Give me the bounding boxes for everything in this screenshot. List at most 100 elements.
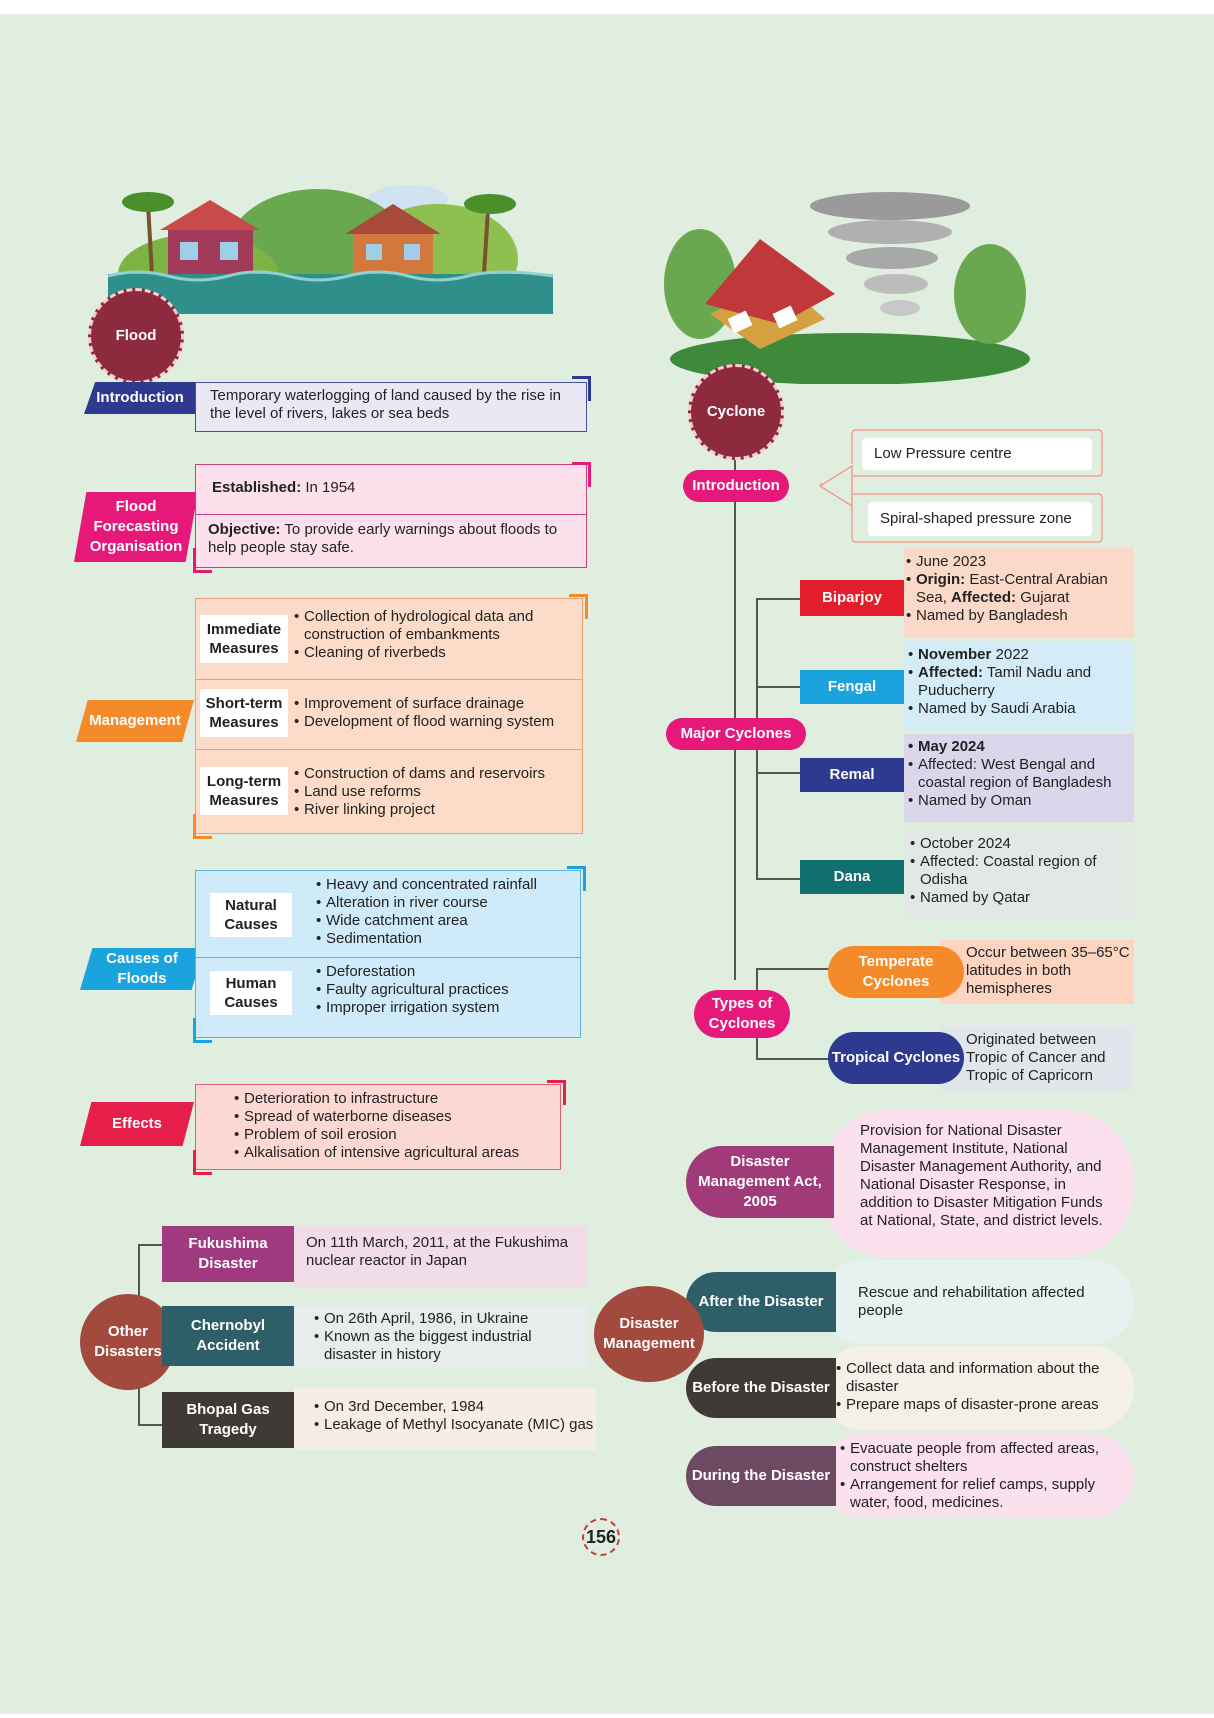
dana-label: Dana (800, 860, 904, 894)
fengal-label: Fengal (800, 670, 904, 704)
list-item: Named by Saudi Arabia (908, 700, 1130, 718)
temperate-text: Occur between 35–65°C latitudes in both … (940, 940, 1134, 1004)
dana-list: October 2024 Affected: Coastal region of… (910, 835, 1130, 907)
bhopal-list: On 3rd December, 1984 Leakage of Methyl … (314, 1398, 596, 1434)
natural-causes-list: Heavy and concentrated rainfall Alterati… (316, 876, 576, 948)
list-item: Land use reforms (294, 783, 574, 801)
page-number: 156 (582, 1518, 620, 1556)
biparjoy-list: June 2023 Origin: East-Central Arabian S… (906, 553, 1130, 625)
list-item: Affected: Coastal region of Odisha (910, 853, 1130, 889)
list-item: June 2023 (906, 553, 1130, 571)
list-item: Deterioration to infrastructure (234, 1090, 560, 1108)
list-item: On 3rd December, 1984 (314, 1398, 596, 1416)
list-item: Deforestation (316, 963, 576, 981)
list-item: Development of flood warning system (294, 713, 579, 731)
during-disaster-box: Evacuate people from affected areas, con… (820, 1434, 1134, 1518)
chernobyl-box: On 26th April, 1986, in Ukraine Known as… (294, 1306, 588, 1368)
before-disaster-label: Before the Disaster (686, 1358, 836, 1418)
list-item: Known as the biggest industrial disaster… (314, 1328, 588, 1364)
bhopal-box: On 3rd December, 1984 Leakage of Methyl … (294, 1388, 596, 1450)
human-causes-list: Deforestation Faulty agricultural practi… (316, 963, 576, 1017)
fukushima-text: On 11th March, 2011, at the Fukushima nu… (294, 1226, 588, 1288)
effects-list: Deterioration to infrastructure Spread o… (234, 1090, 560, 1162)
disaster-management-label: Disaster Management (594, 1286, 704, 1382)
cyclone-illustration (664, 192, 1030, 384)
biparjoy-label: Biparjoy (800, 580, 904, 616)
list-item: Named by Qatar (910, 889, 1130, 907)
established-value: In 1954 (301, 479, 356, 496)
short-term-measures-list: Improvement of surface drainage Developm… (294, 695, 579, 731)
chernobyl-label: Chernobyl Accident (162, 1306, 294, 1366)
cyclone-introduction-label: Introduction (683, 470, 789, 502)
causes-box: Natural Causes Heavy and concentrated ra… (195, 870, 581, 1038)
tropical-text: Originated between Tropic of Cancer and … (940, 1026, 1134, 1090)
list-item: On 26th April, 1986, in Ukraine (314, 1310, 588, 1328)
spiral-shaped-pressure-zone: Spiral-shaped pressure zone (868, 502, 1092, 536)
list-item: October 2024 (910, 835, 1130, 853)
list-item: Alkalisation of intensive agricultural a… (234, 1144, 560, 1162)
list-item: May 2024 (908, 738, 1130, 756)
established-label: Established: (212, 479, 302, 496)
before-disaster-list: Collect data and information about the d… (836, 1360, 1120, 1414)
flood-introduction-label: Introduction (84, 382, 196, 414)
management-box: Immediate Measures Collection of hydrolo… (195, 598, 583, 834)
list-item: Named by Bangladesh (906, 607, 1130, 625)
remal-label: Remal (800, 758, 904, 792)
cyclone-title: Cyclone (688, 364, 784, 460)
list-item: Heavy and concentrated rainfall (316, 876, 576, 894)
flood-title: Flood (88, 288, 184, 384)
other-disasters-label: Other Disasters (80, 1294, 176, 1390)
causes-label: Causes of Floods (80, 948, 204, 990)
list-item: Improper irrigation system (316, 999, 576, 1017)
list-item: Prepare maps of disaster-prone areas (836, 1396, 1120, 1414)
dana-box: October 2024 Affected: Coastal region of… (904, 830, 1134, 920)
page: Flood Introduction Temporary waterloggin… (0, 14, 1214, 1714)
fukushima-label: Fukushima Disaster (162, 1226, 294, 1282)
tropical-label: Tropical Cyclones (828, 1032, 964, 1084)
remal-list: May 2024 Affected: West Bengal and coast… (908, 738, 1130, 810)
management-label: Management (76, 700, 194, 742)
list-item: Alteration in river course (316, 894, 576, 912)
list-item: Named by Oman (908, 792, 1130, 810)
list-item: Affected: Tamil Nadu and Puducherry (908, 664, 1130, 700)
flood-introduction-text: Temporary waterlogging of land caused by… (195, 382, 587, 432)
cyclone-intro-arrow (818, 429, 1103, 543)
during-disaster-label: During the Disaster (686, 1446, 836, 1506)
fengal-box: November 2022 Affected: Tamil Nadu and P… (904, 642, 1134, 730)
before-disaster-box: Collect data and information about the d… (820, 1346, 1134, 1430)
effects-label: Effects (80, 1102, 194, 1146)
natural-causes-label: Natural Causes (210, 893, 292, 937)
list-item: Wide catchment area (316, 912, 576, 930)
chernobyl-list: On 26th April, 1986, in Ukraine Known as… (314, 1310, 588, 1364)
list-item: Collection of hydrological data and cons… (294, 608, 574, 644)
flood-forecasting-box: Established: In 1954 Objective: To provi… (195, 464, 587, 568)
objective-value: To provide early warnings about floods t… (208, 521, 558, 556)
list-item: Spread of waterborne diseases (234, 1108, 560, 1126)
list-item: Faulty agricultural practices (316, 981, 576, 999)
list-item: Evacuate people from affected areas, con… (840, 1440, 1120, 1476)
temperate-label: Temperate Cyclones (828, 946, 964, 998)
immediate-measures-list: Collection of hydrological data and cons… (294, 608, 574, 662)
remal-box: May 2024 Affected: West Bengal and coast… (904, 734, 1134, 822)
list-item: November 2022 (908, 646, 1130, 664)
list-item: Sedimentation (316, 930, 576, 948)
list-item: Arrangement for relief camps, supply wat… (840, 1476, 1120, 1512)
biparjoy-box: June 2023 Origin: East-Central Arabian S… (904, 548, 1134, 638)
list-item: River linking project (294, 801, 574, 819)
fengal-list: November 2022 Affected: Tamil Nadu and P… (908, 646, 1130, 718)
long-term-measures-label: Long-term Measures (200, 767, 288, 815)
immediate-measures-label: Immediate Measures (200, 615, 288, 663)
list-item: Construction of dams and reservoirs (294, 765, 574, 783)
dm-act-text: Provision for National Disaster Manageme… (820, 1110, 1134, 1258)
types-of-cyclones-label: Types of Cyclones (694, 990, 790, 1038)
after-disaster-label: After the Disaster (686, 1272, 836, 1332)
list-item: Affected: West Bengal and coastal region… (908, 756, 1130, 792)
list-item: Cleaning of riverbeds (294, 644, 574, 662)
flood-illustration (108, 185, 554, 314)
during-disaster-list: Evacuate people from affected areas, con… (840, 1440, 1120, 1512)
short-term-measures-label: Short-term Measures (200, 689, 288, 737)
list-item: Origin: East-Central Arabian Sea, Affect… (906, 571, 1130, 607)
human-causes-label: Human Causes (210, 971, 292, 1015)
major-cyclones-label: Major Cyclones (666, 718, 806, 750)
list-item: Improvement of surface drainage (294, 695, 579, 713)
